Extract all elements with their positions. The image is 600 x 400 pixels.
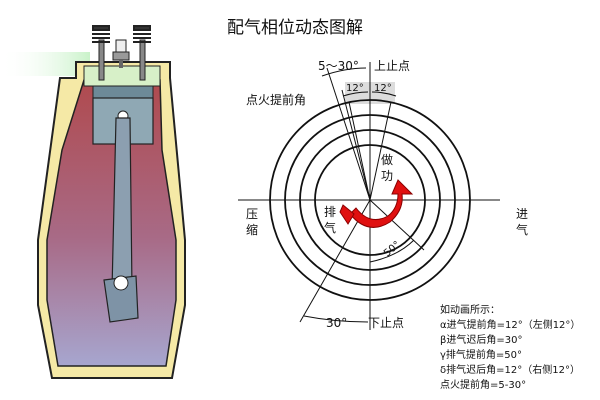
exhaust-stroke-label-1: 排 [324,205,336,219]
legend-line: α进气提前角=12°（左侧12°） [440,318,580,331]
exhaust-open-line [369,199,425,251]
angle-12-left-label: 12° [346,83,364,94]
exhaust-valve-stem [139,39,146,81]
red-curved-arrow-icon [339,179,414,228]
arc-5-30 [321,67,367,77]
connecting-rod [111,117,133,291]
legend-line: 点火提前角=5-30° [440,378,526,391]
compression-stroke-label-2: 缩 [246,222,258,237]
cylinder-chamber [46,79,177,367]
arc-30 [303,315,369,323]
ignition-advance-line-2 [341,89,371,201]
compression-stroke-label-1: 压 [246,207,258,221]
tdc-label: 上止点 [374,59,410,73]
angle-12-right-label: 12° [374,83,392,94]
intake-open-line [348,101,371,201]
diagram-title: 配气相位动态图解 [227,18,363,38]
crank-pin [103,275,139,323]
angle-50-label: 50° [382,239,403,259]
exhaust-close-line [369,101,392,201]
angle-30-label: 30° [326,316,347,330]
legend-heading: 如动画所示： [440,303,500,316]
intake-stroke-label-2: 气 [516,222,528,237]
ignition-advance-label: 点火提前角 [246,92,306,107]
spring-icon [92,25,151,43]
engine-cross-section [0,25,186,379]
legend-line: δ排气迟后角=12°（右侧12°） [440,363,580,376]
intake-valve-stem [98,39,105,81]
spark-plug-icon [112,39,130,68]
ignition-advance-line [326,67,371,201]
angle-5-30-label: 5～30° [318,59,359,73]
legend-line: β进气迟后角=30° [440,333,523,346]
combustion-chamber [83,65,161,87]
exhaust-stroke-label-2: 气 [324,220,336,235]
power-stroke-label-1: 做 [381,152,393,167]
timing-circle-diagram [238,62,500,330]
legend-line: γ排气提前角=50° [440,348,522,361]
legend-block: 如动画所示： α进气提前角=12°（左侧12°） β进气迟后角=30° γ排气提… [440,303,580,391]
arc-50 [369,239,415,263]
arc-12-right [371,91,397,97]
arc-12-left [342,91,369,97]
bdc-label: 下止点 [368,316,404,330]
intake-stroke-label-1: 进 [516,207,528,221]
power-stroke-label-2: 功 [381,169,393,183]
